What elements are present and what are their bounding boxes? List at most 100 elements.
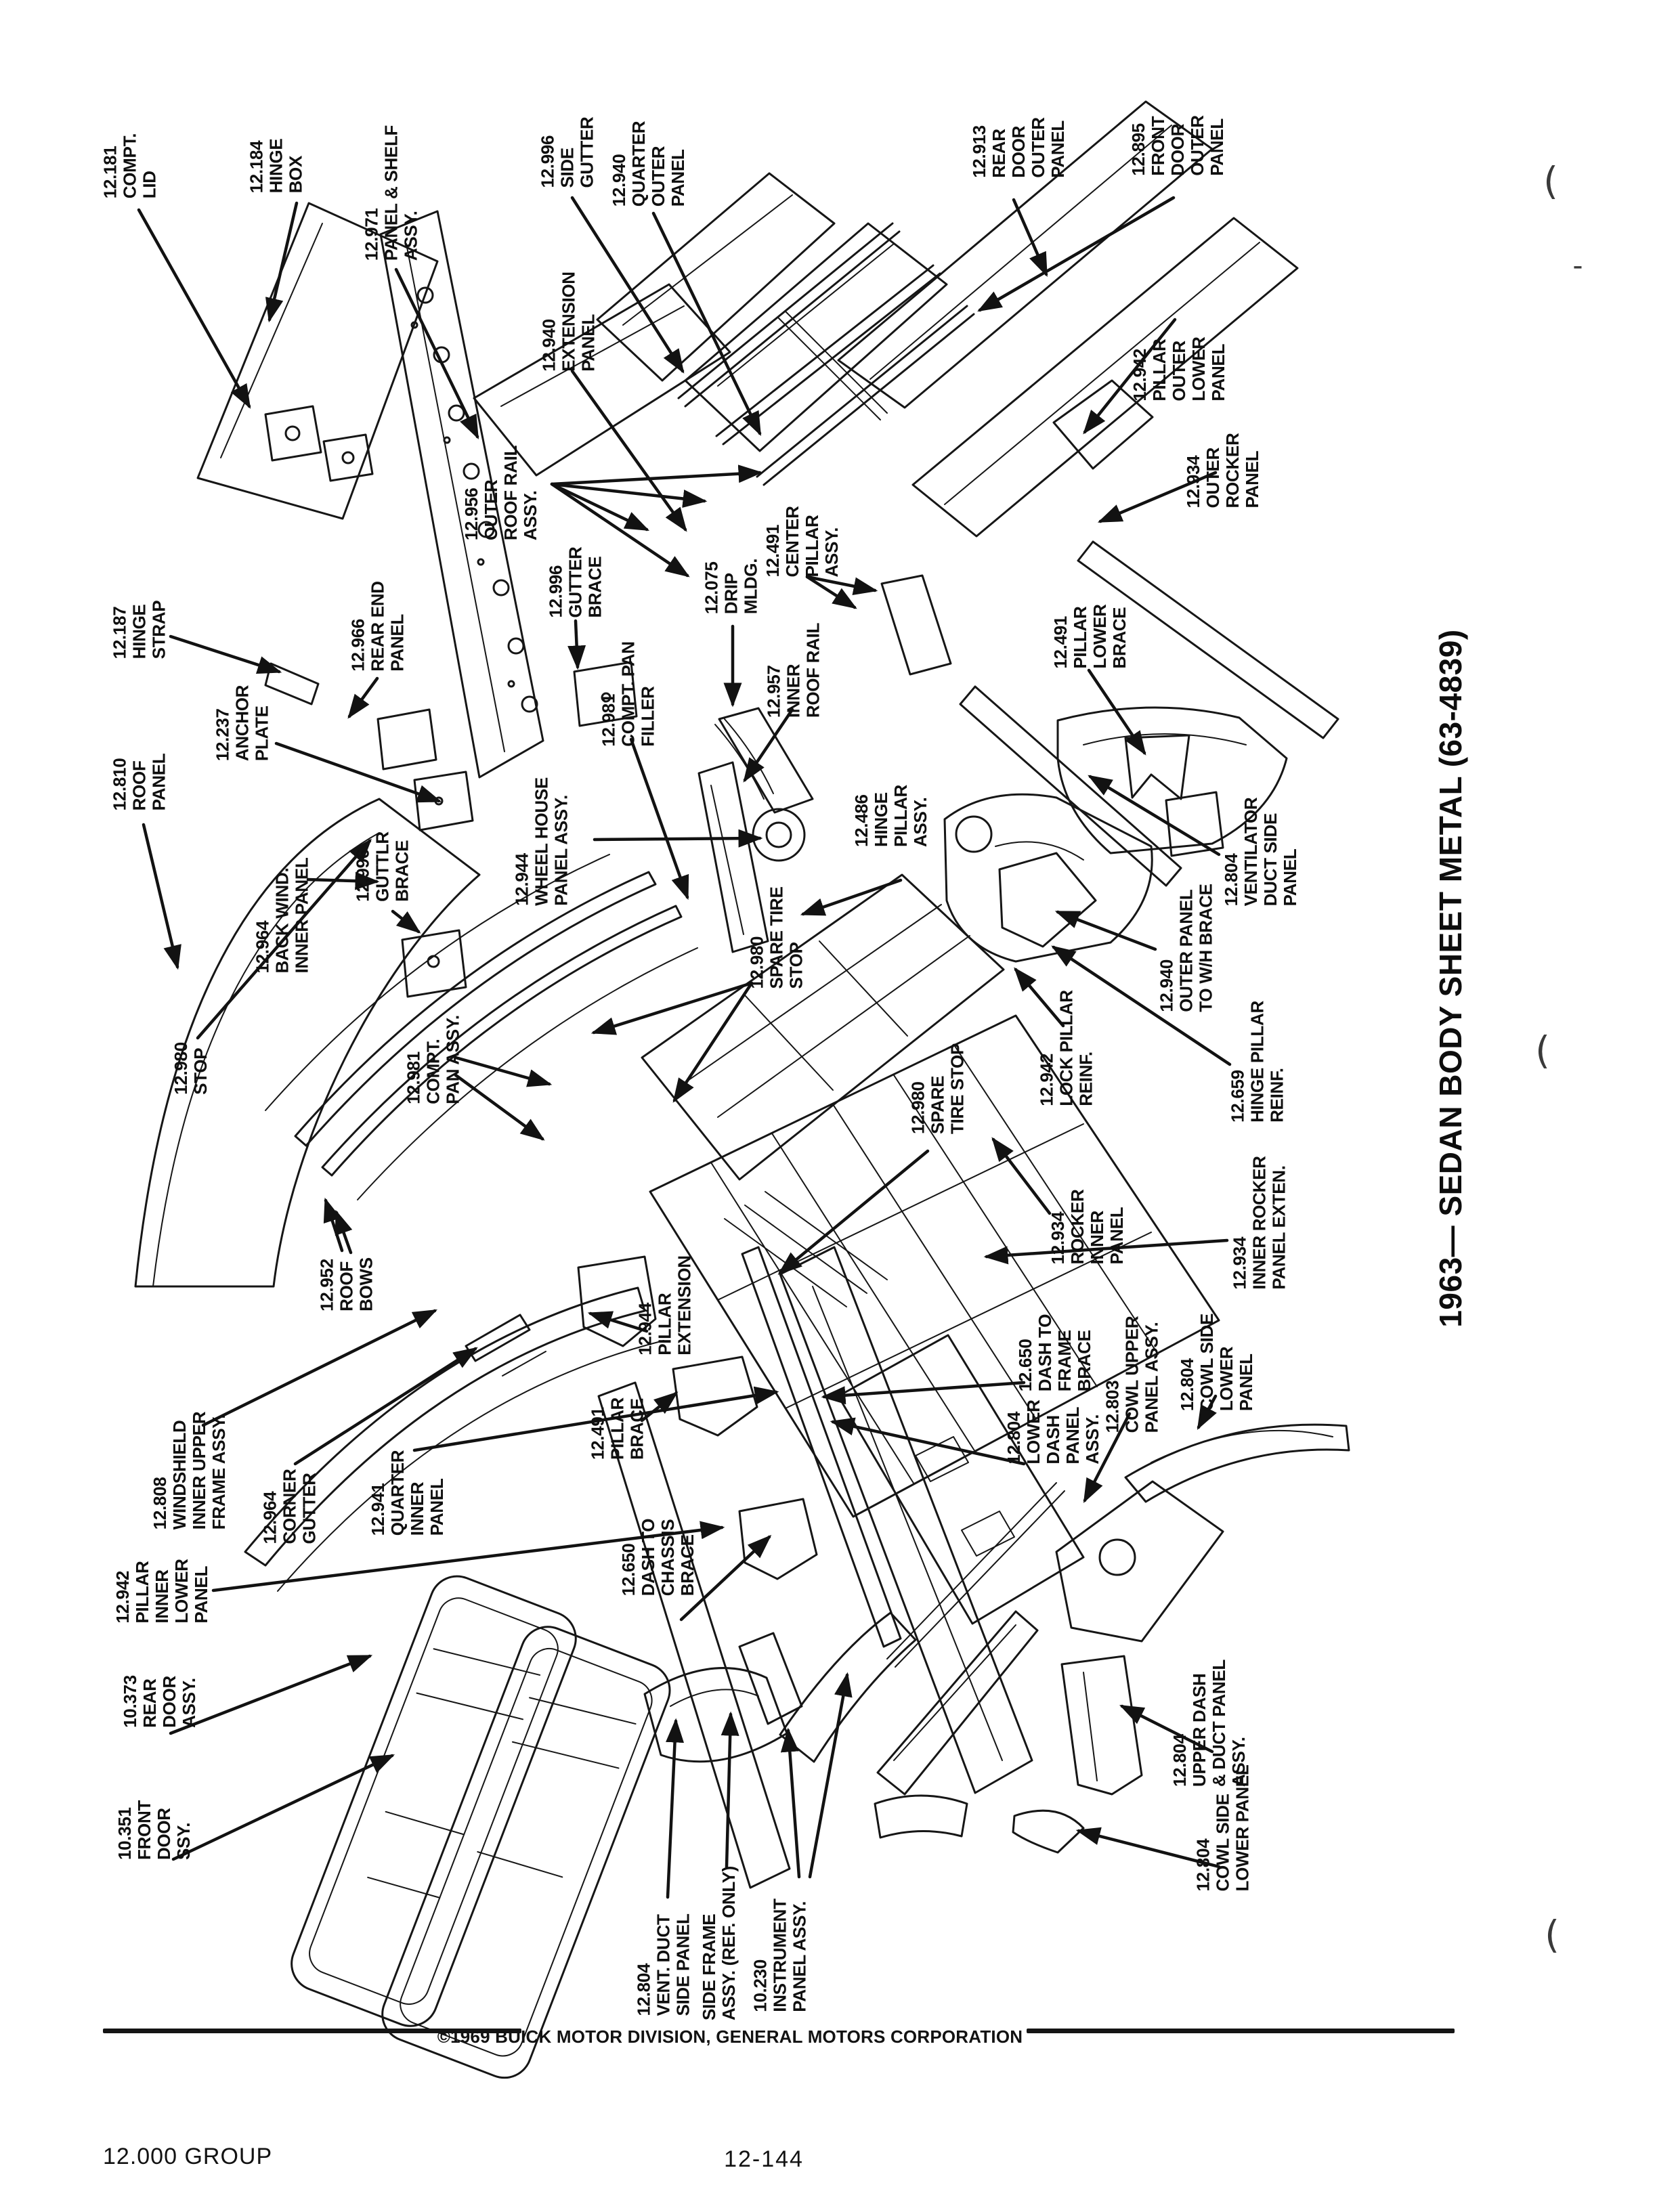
part-label: 12.804 COWL SIDE LOWER PANEL — [1176, 1313, 1257, 1412]
callout-arrow — [211, 1521, 725, 1592]
part-label: 12.491 PILLAR LOWER BRACE — [1050, 604, 1130, 669]
part-label: 12.996 GUTTLR BRACE — [352, 831, 412, 902]
part-label: 10.351 FRONT DOOR SSY. — [114, 1800, 194, 1861]
page-number: 12-144 — [724, 2146, 804, 2172]
callout-arrow — [550, 482, 650, 532]
part-label: 12.964 BACK WIND. INNER PANEL — [252, 857, 312, 974]
part-label: SIDE FRAME ASSY. (REF. ONLY) — [698, 1866, 739, 2020]
callout-arrow — [805, 575, 878, 596]
part-label: 12.981 COMPT. PAN FILLER — [598, 641, 658, 747]
callout-arrow — [590, 981, 754, 1035]
part-label: 12.966 REAR END PANEL — [347, 581, 408, 672]
callout-arrow — [666, 1718, 685, 1899]
part-label: 12.187 HINGE STRAP — [109, 600, 169, 659]
callout-arrow — [550, 482, 690, 578]
callout-arrow — [293, 1347, 478, 1466]
part-label: 12.181 COMPT. LID — [100, 133, 160, 199]
part-label: 12.934 ROCKER INNER PANEL — [1047, 1189, 1127, 1265]
part-label: 12.491 CENTER PILLAR ASSY. — [762, 506, 842, 578]
callout-arrows — [137, 196, 1232, 1899]
copyright-line: ©1969 BUICK MOTOR DIVISION, GENERAL MOTO… — [437, 2026, 1023, 2047]
callout-arrow — [1083, 318, 1177, 435]
part-label: 12.804 COWL SIDE LOWER PANEL — [1192, 1764, 1253, 1892]
callout-arrow — [651, 211, 762, 437]
callout-arrow — [171, 1754, 395, 1861]
part-label: 12.650 DASH TO FRAME BRACE — [1014, 1314, 1095, 1392]
part-label: 12.941 QUARTER INNER PANEL — [367, 1450, 448, 1536]
part-label: 12.981 COMPT. PAN ASSY. — [403, 1015, 463, 1104]
callout-arrow — [550, 482, 708, 508]
part-label: 12.934 INNER ROCKER PANEL EXTEN. — [1229, 1156, 1289, 1290]
part-outlines — [134, 100, 1350, 2079]
part-label: 12.956 OUTER ROOF RAIL ASSY. — [460, 445, 541, 541]
callout-arrow — [983, 1238, 1229, 1265]
callout-arrow — [1051, 945, 1232, 1066]
callout-arrow — [830, 1417, 1026, 1466]
page-title: 1963— SEDAN BODY SHEET METAL (63-4839) — [1433, 629, 1468, 1328]
callout-arrow — [821, 1381, 1026, 1405]
part-label: 12.659 HINGE PILLAR REINF. — [1227, 1001, 1287, 1123]
binding-mark: ( — [1543, 159, 1558, 204]
binding-mark: ( — [1545, 1913, 1560, 1957]
part-label: 12.934 OUTER ROCKER PANEL — [1182, 433, 1263, 508]
callout-arrow — [196, 838, 372, 1040]
callout-arrow — [977, 196, 1176, 312]
callout-arrow — [274, 741, 442, 803]
part-label: 10.230 INSTRUMENT PANEL ASSY. — [750, 1899, 810, 2012]
part-label: 12.810 ROOF PANEL — [109, 753, 169, 811]
part-label: 12.940 QUARTER OUTER PANEL — [608, 121, 689, 207]
callout-arrow — [454, 1073, 545, 1141]
callout-arrow — [721, 1711, 739, 1869]
callout-arrow — [1097, 471, 1218, 523]
callout-arrow — [743, 708, 794, 783]
callout-arrow — [991, 1137, 1052, 1215]
callout-arrow — [142, 823, 181, 970]
callout-arrow — [679, 1534, 772, 1622]
part-label: 12.803 COWL UPPER PANEL ASSY. — [1102, 1316, 1162, 1433]
callout-arrow — [323, 1197, 344, 1253]
callout-arrow — [570, 369, 687, 532]
callout-arrow — [550, 464, 763, 486]
callout-arrow — [567, 619, 586, 670]
callout-arrow — [1087, 668, 1146, 756]
callout-arrow — [1088, 775, 1221, 856]
callout-arrow — [454, 1056, 553, 1087]
part-label: 12.486 HINGE PILLAR ASSY. — [851, 784, 931, 848]
part-label: 12.980 SPARE TIRE STOP — [907, 1043, 968, 1135]
callout-arrow — [1054, 910, 1157, 951]
callout-arrow — [412, 1386, 779, 1452]
footer-rule-right — [1027, 2029, 1455, 2033]
part-label: 12.804 LOWER DASH PANEL ASSY. — [1004, 1400, 1103, 1465]
callout-arrow — [335, 1209, 353, 1255]
callout-arrow — [391, 909, 421, 934]
part-label: 12.996 SIDE GUTTER — [537, 116, 597, 188]
callout-arrow — [780, 1727, 801, 1879]
callout-arrow — [201, 1309, 438, 1427]
callout-arrow — [1014, 967, 1065, 1028]
part-label: 12.940 EXTENSION PANEL — [538, 272, 599, 372]
part-label: 12.996 GUTTER BRACE — [545, 546, 605, 618]
callout-arrow — [169, 634, 282, 674]
part-label: 12.804 VENT. DUCT SIDE PANEL — [633, 1913, 693, 2016]
part-label: 12.971 PANEL & SHELF ASSY. — [361, 125, 421, 261]
part-label: 12.942 LOCK PILLAR REINF. — [1036, 990, 1096, 1106]
part-label: 12.944 PILLAR EXTENSION — [635, 1255, 695, 1356]
binding-mark: ( — [1535, 1028, 1550, 1073]
callout-arrow — [1119, 1704, 1214, 1754]
part-label: 12.237 ANCHOR PLATE — [212, 685, 272, 762]
callout-arrow — [672, 981, 754, 1103]
callout-arrow — [640, 1391, 679, 1423]
part-label: 12.075 DRIP MLDG. — [701, 558, 761, 615]
part-label: 10.373 REAR DOOR ASSY. — [119, 1675, 200, 1728]
binding-mark: - — [1572, 248, 1583, 282]
part-label: 12.940 OUTER PANEL TO W/H BRACE — [1156, 884, 1216, 1012]
callout-arrow — [169, 1654, 373, 1735]
callout-arrow — [347, 676, 379, 719]
callout-arrow — [1075, 1827, 1221, 1869]
callout-arrow — [808, 1672, 853, 1879]
footer-rule-left — [103, 2029, 521, 2033]
part-label: 12.184 HINGE BOX — [246, 138, 306, 194]
callout-arrow — [629, 737, 689, 901]
part-label: 12.942 PILLAR INNER LOWER PANEL — [112, 1559, 212, 1624]
